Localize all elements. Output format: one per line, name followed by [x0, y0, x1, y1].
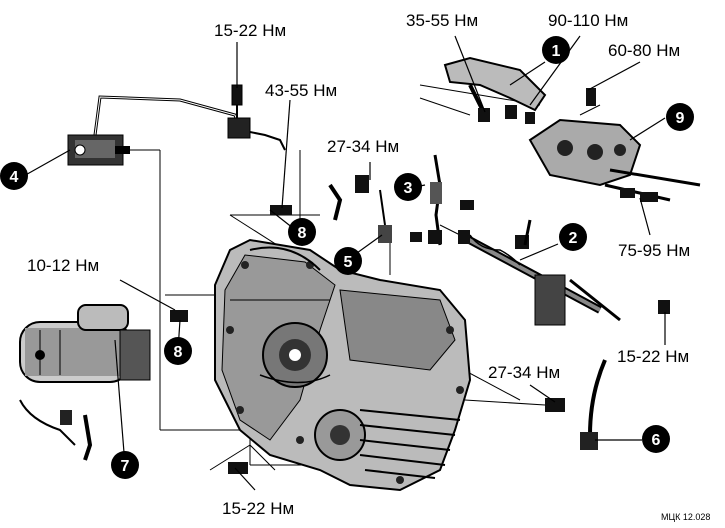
torque-label-5: 43-55 Нм	[265, 81, 337, 100]
callout-7: 7	[111, 451, 139, 479]
sensor-parts	[328, 154, 607, 450]
torque-label-1: 15-22 Нм	[214, 21, 286, 40]
callout-3: 3	[394, 173, 422, 201]
torque-labels: 15-22 Нм 35-55 Нм 90-110 Нм 60-80 Нм 43-…	[27, 11, 690, 518]
svg-text:1: 1	[552, 43, 561, 60]
svg-text:4: 4	[10, 169, 19, 186]
hydraulic-line	[93, 84, 286, 151]
upper-bracket	[443, 56, 547, 124]
torque-label-7: 10-12 Нм	[27, 256, 99, 275]
bolts	[170, 192, 670, 474]
torque-label-3: 90-110 Нм	[548, 11, 628, 30]
callout-4: 4	[0, 162, 28, 190]
callout-1: 1	[542, 36, 570, 64]
svg-text:9: 9	[676, 110, 685, 127]
svg-text:2: 2	[569, 230, 578, 247]
leader-lines	[21, 35, 666, 491]
figure-code: МЦК 12.028	[661, 512, 710, 522]
mount-bracket	[528, 88, 701, 202]
torque-label-8: 75-95 Нм	[618, 241, 690, 260]
starter-motor	[19, 304, 151, 461]
assembly-guide-lines	[120, 84, 546, 471]
torque-label-4: 60-80 Нм	[608, 41, 680, 60]
svg-text:8: 8	[298, 225, 307, 242]
callouts: 1 2 3 4 5 6 7 8	[0, 36, 694, 479]
torque-label-9: 15-22 Нм	[617, 347, 689, 366]
shift-linkage	[458, 230, 621, 326]
torque-label-6: 27-34 Нм	[327, 137, 399, 156]
torque-label-2: 35-55 Нм	[406, 11, 478, 30]
svg-text:8: 8	[174, 344, 183, 361]
torque-label-10: 27-34 Нм	[488, 363, 560, 382]
callout-2: 2	[559, 223, 587, 251]
transaxle-case	[214, 238, 472, 492]
callout-9: 9	[666, 103, 694, 131]
svg-text:5: 5	[344, 254, 353, 271]
slave-cylinder	[67, 134, 130, 166]
torque-label-11: 15-22 Нм	[222, 499, 294, 518]
svg-text:7: 7	[121, 458, 130, 475]
callout-8-lower: 8	[164, 337, 192, 365]
callout-8-upper: 8	[288, 218, 316, 246]
callout-5: 5	[334, 247, 362, 275]
svg-text:6: 6	[652, 432, 661, 449]
callout-6: 6	[642, 425, 670, 453]
svg-text:3: 3	[404, 180, 413, 197]
